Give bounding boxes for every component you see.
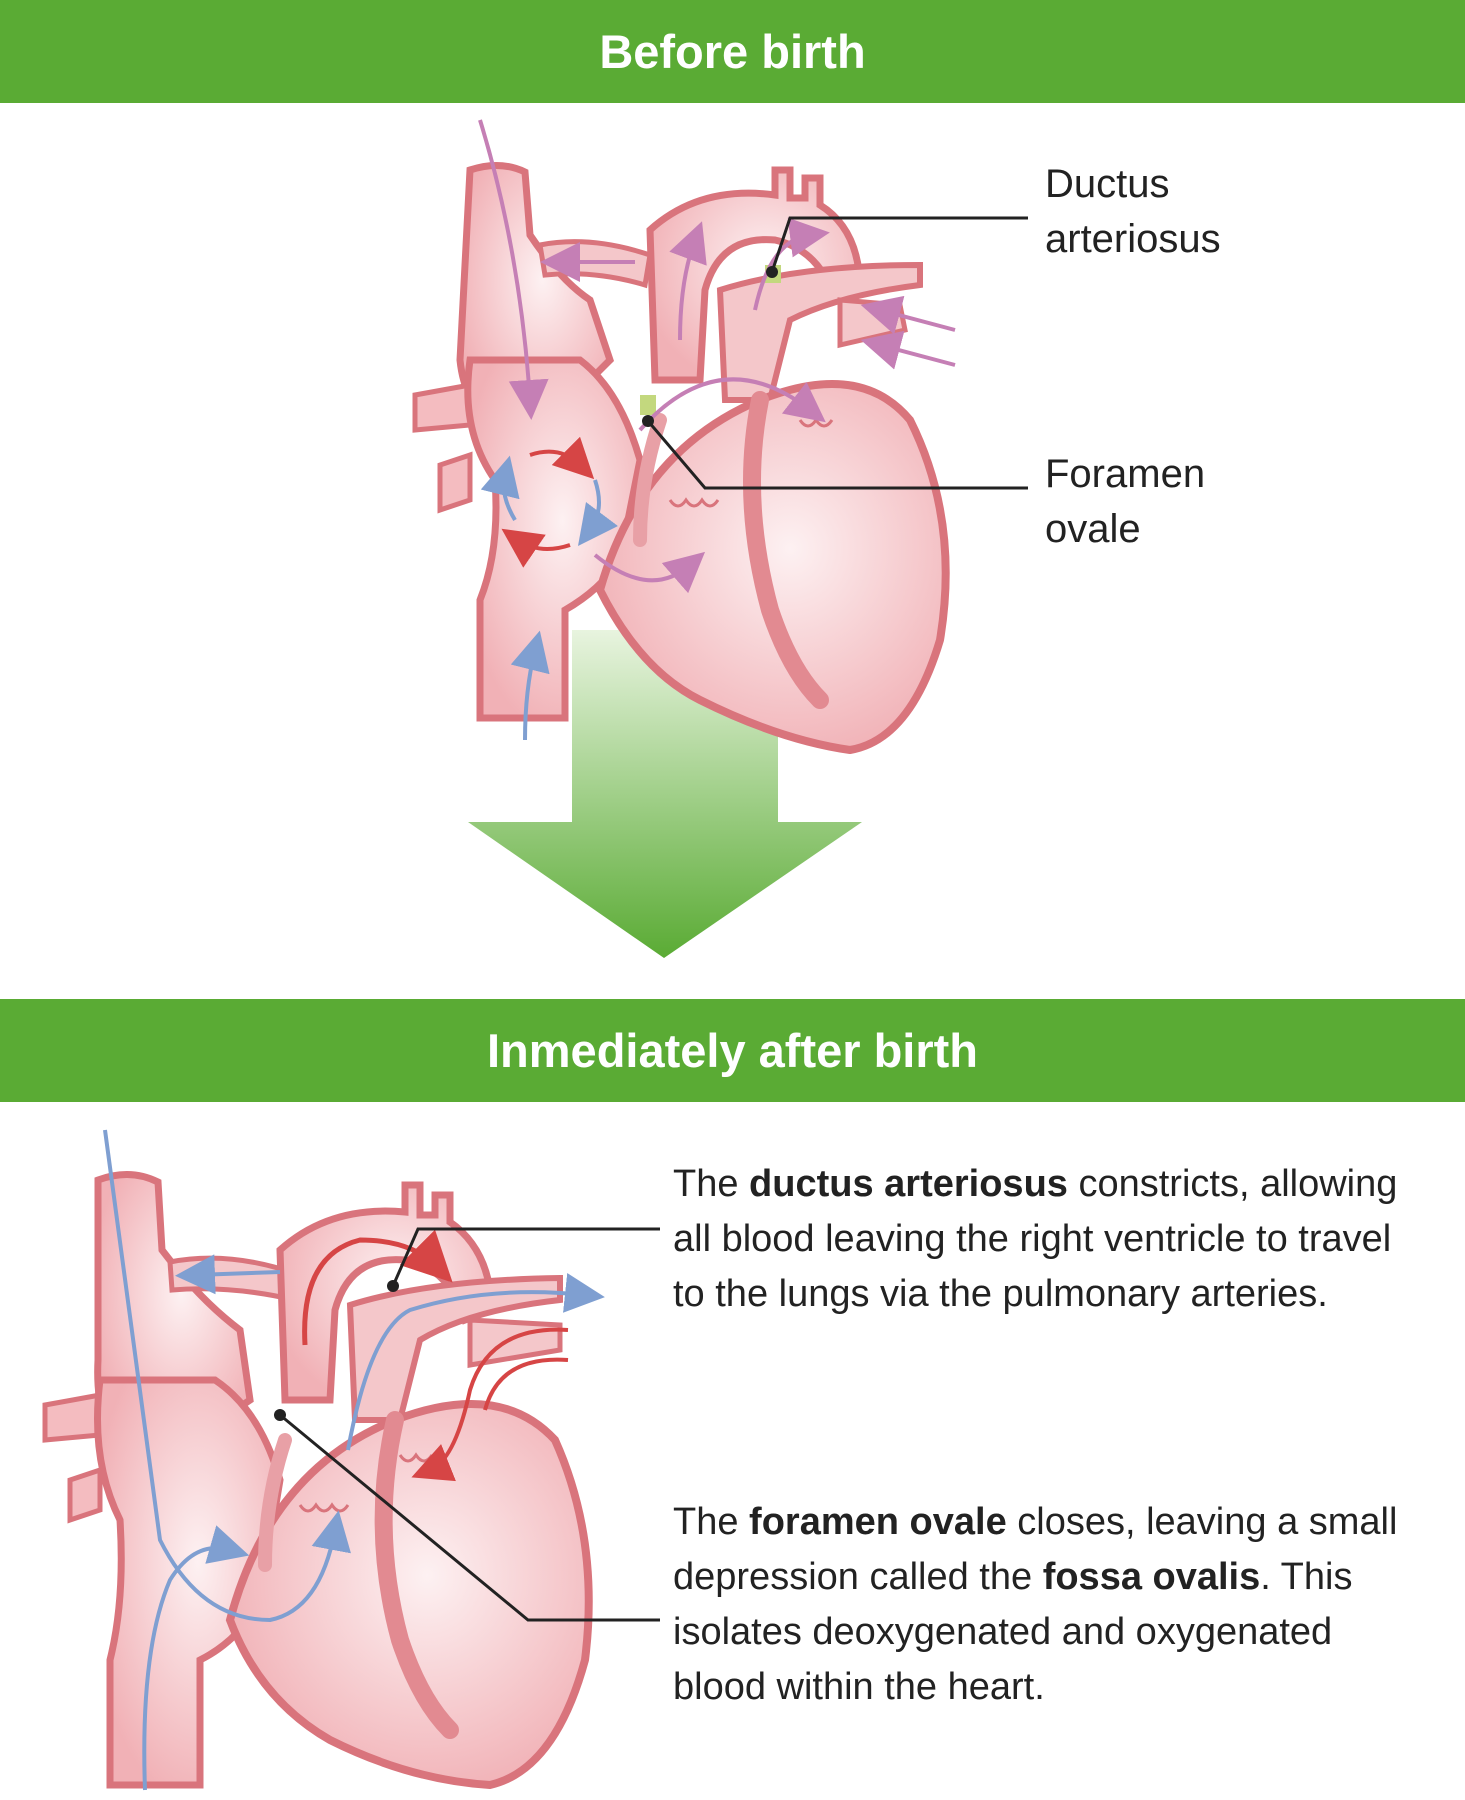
banner-after-birth: Inmediately after birth <box>0 999 1465 1102</box>
description-ductus-arteriosus: The ductus arteriosus constricts, allowi… <box>673 1157 1433 1322</box>
leaders-before <box>642 216 1028 490</box>
banner-before-birth: Before birth <box>0 0 1465 103</box>
desc-foramen-mid: closes, leaving a small depression calle… <box>673 1501 1398 1598</box>
desc-foramen-pre: The <box>673 1501 750 1543</box>
blood-flow-after <box>103 1129 605 1791</box>
banner-after-title: Inmediately after birth <box>487 1024 978 1077</box>
ventricles-before <box>595 380 950 755</box>
label-ductus-line2: arteriosus <box>1045 217 1221 261</box>
desc-ductus-term: ductus arteriosus <box>749 1163 1068 1205</box>
label-foramen-line1: Foramen <box>1045 452 1206 496</box>
label-foramen-line2: ovale <box>1045 507 1141 551</box>
label-foramen-ovale: Foramen ovale <box>1045 447 1205 557</box>
desc-ductus-post: constricts, allowing all blood leaving t… <box>673 1163 1398 1315</box>
blood-flow-before <box>478 119 956 741</box>
label-ductus-line1: Ductus <box>1045 162 1170 206</box>
desc-foramen-post: . This isolates deoxygenated and oxygena… <box>673 1556 1353 1708</box>
description-foramen-ovale: The foramen ovale closes, leaving a smal… <box>673 1495 1433 1715</box>
leaders-after <box>274 1227 660 1622</box>
right-atrium-before <box>464 356 644 722</box>
desc-fossa-term: fossa ovalis <box>1042 1556 1261 1598</box>
label-ductus-arteriosus: Ductus arteriosus <box>1045 157 1221 267</box>
ventricles-after <box>225 1400 593 1790</box>
banner-before-title: Before birth <box>599 25 866 78</box>
desc-foramen-term: foramen ovale <box>749 1501 1007 1543</box>
heart-after-birth <box>42 1171 593 1790</box>
desc-ductus-pre: The <box>673 1163 750 1205</box>
